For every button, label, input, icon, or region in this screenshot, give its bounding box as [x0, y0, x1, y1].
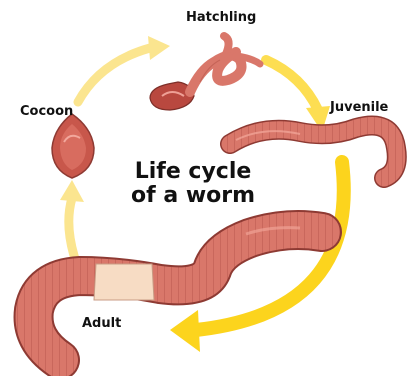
title-line-1: Life cycle [118, 160, 268, 184]
clitellum-band [94, 264, 154, 300]
arrow-head-adult [170, 310, 200, 352]
arrow-cocoon-to-hatchling [78, 48, 150, 102]
arrow-hatchling-to-juvenile [266, 60, 318, 110]
label-juvenile: Juvenile [330, 100, 388, 115]
adult-illustration [34, 228, 322, 360]
title-line-2: of a worm [118, 184, 268, 208]
label-hatchling: Hatchling [186, 10, 256, 25]
cocoon-illustration [52, 114, 94, 178]
diagram-title: Life cycle of a worm [118, 160, 268, 208]
arrow-head-cocoon [60, 180, 84, 202]
label-cocoon: Cocoon [20, 104, 73, 119]
arrow-head-hatchling [148, 36, 170, 60]
arrow-adult-to-cocoon [69, 198, 76, 262]
label-adult: Adult [82, 316, 121, 331]
